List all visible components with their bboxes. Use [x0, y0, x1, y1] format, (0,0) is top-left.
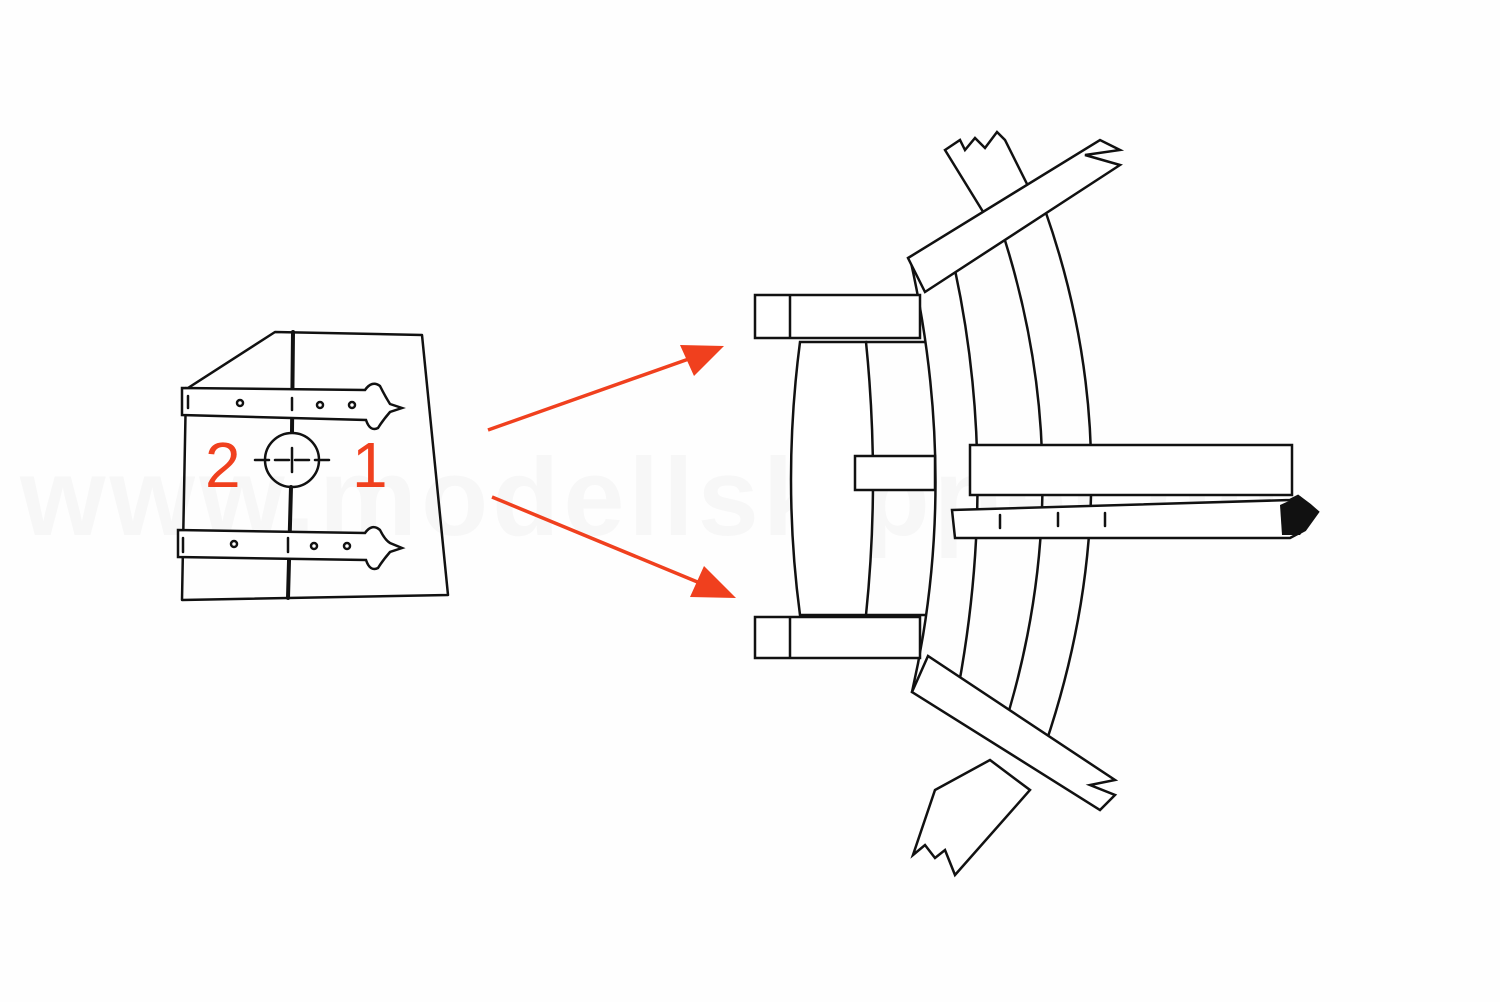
- pivot-circle: [253, 431, 332, 489]
- upper-tiller-bar: [906, 138, 1125, 294]
- lower-beam: [910, 758, 1032, 878]
- label-2: 2: [205, 429, 241, 501]
- arrows: [487, 345, 736, 598]
- rudder-plate: 2 1: [176, 330, 450, 602]
- plate-outline: [180, 330, 450, 602]
- lower-tiller-bar: [910, 654, 1119, 812]
- tiller-arm-upper: [968, 443, 1294, 497]
- pin-block: [853, 454, 937, 492]
- hinge-bottom: [176, 525, 406, 571]
- rudder-assembly: [753, 130, 1320, 878]
- arrow-top: [487, 353, 701, 432]
- arrow-bottom: [491, 495, 713, 590]
- arrow-head-top: [680, 345, 724, 376]
- hinge-top: [180, 382, 406, 431]
- broken-end: [1280, 496, 1318, 535]
- strap-bottom: [753, 615, 922, 660]
- label-1: 1: [352, 429, 388, 501]
- arrow-head-bottom: [690, 566, 736, 598]
- strap-top: [753, 293, 922, 340]
